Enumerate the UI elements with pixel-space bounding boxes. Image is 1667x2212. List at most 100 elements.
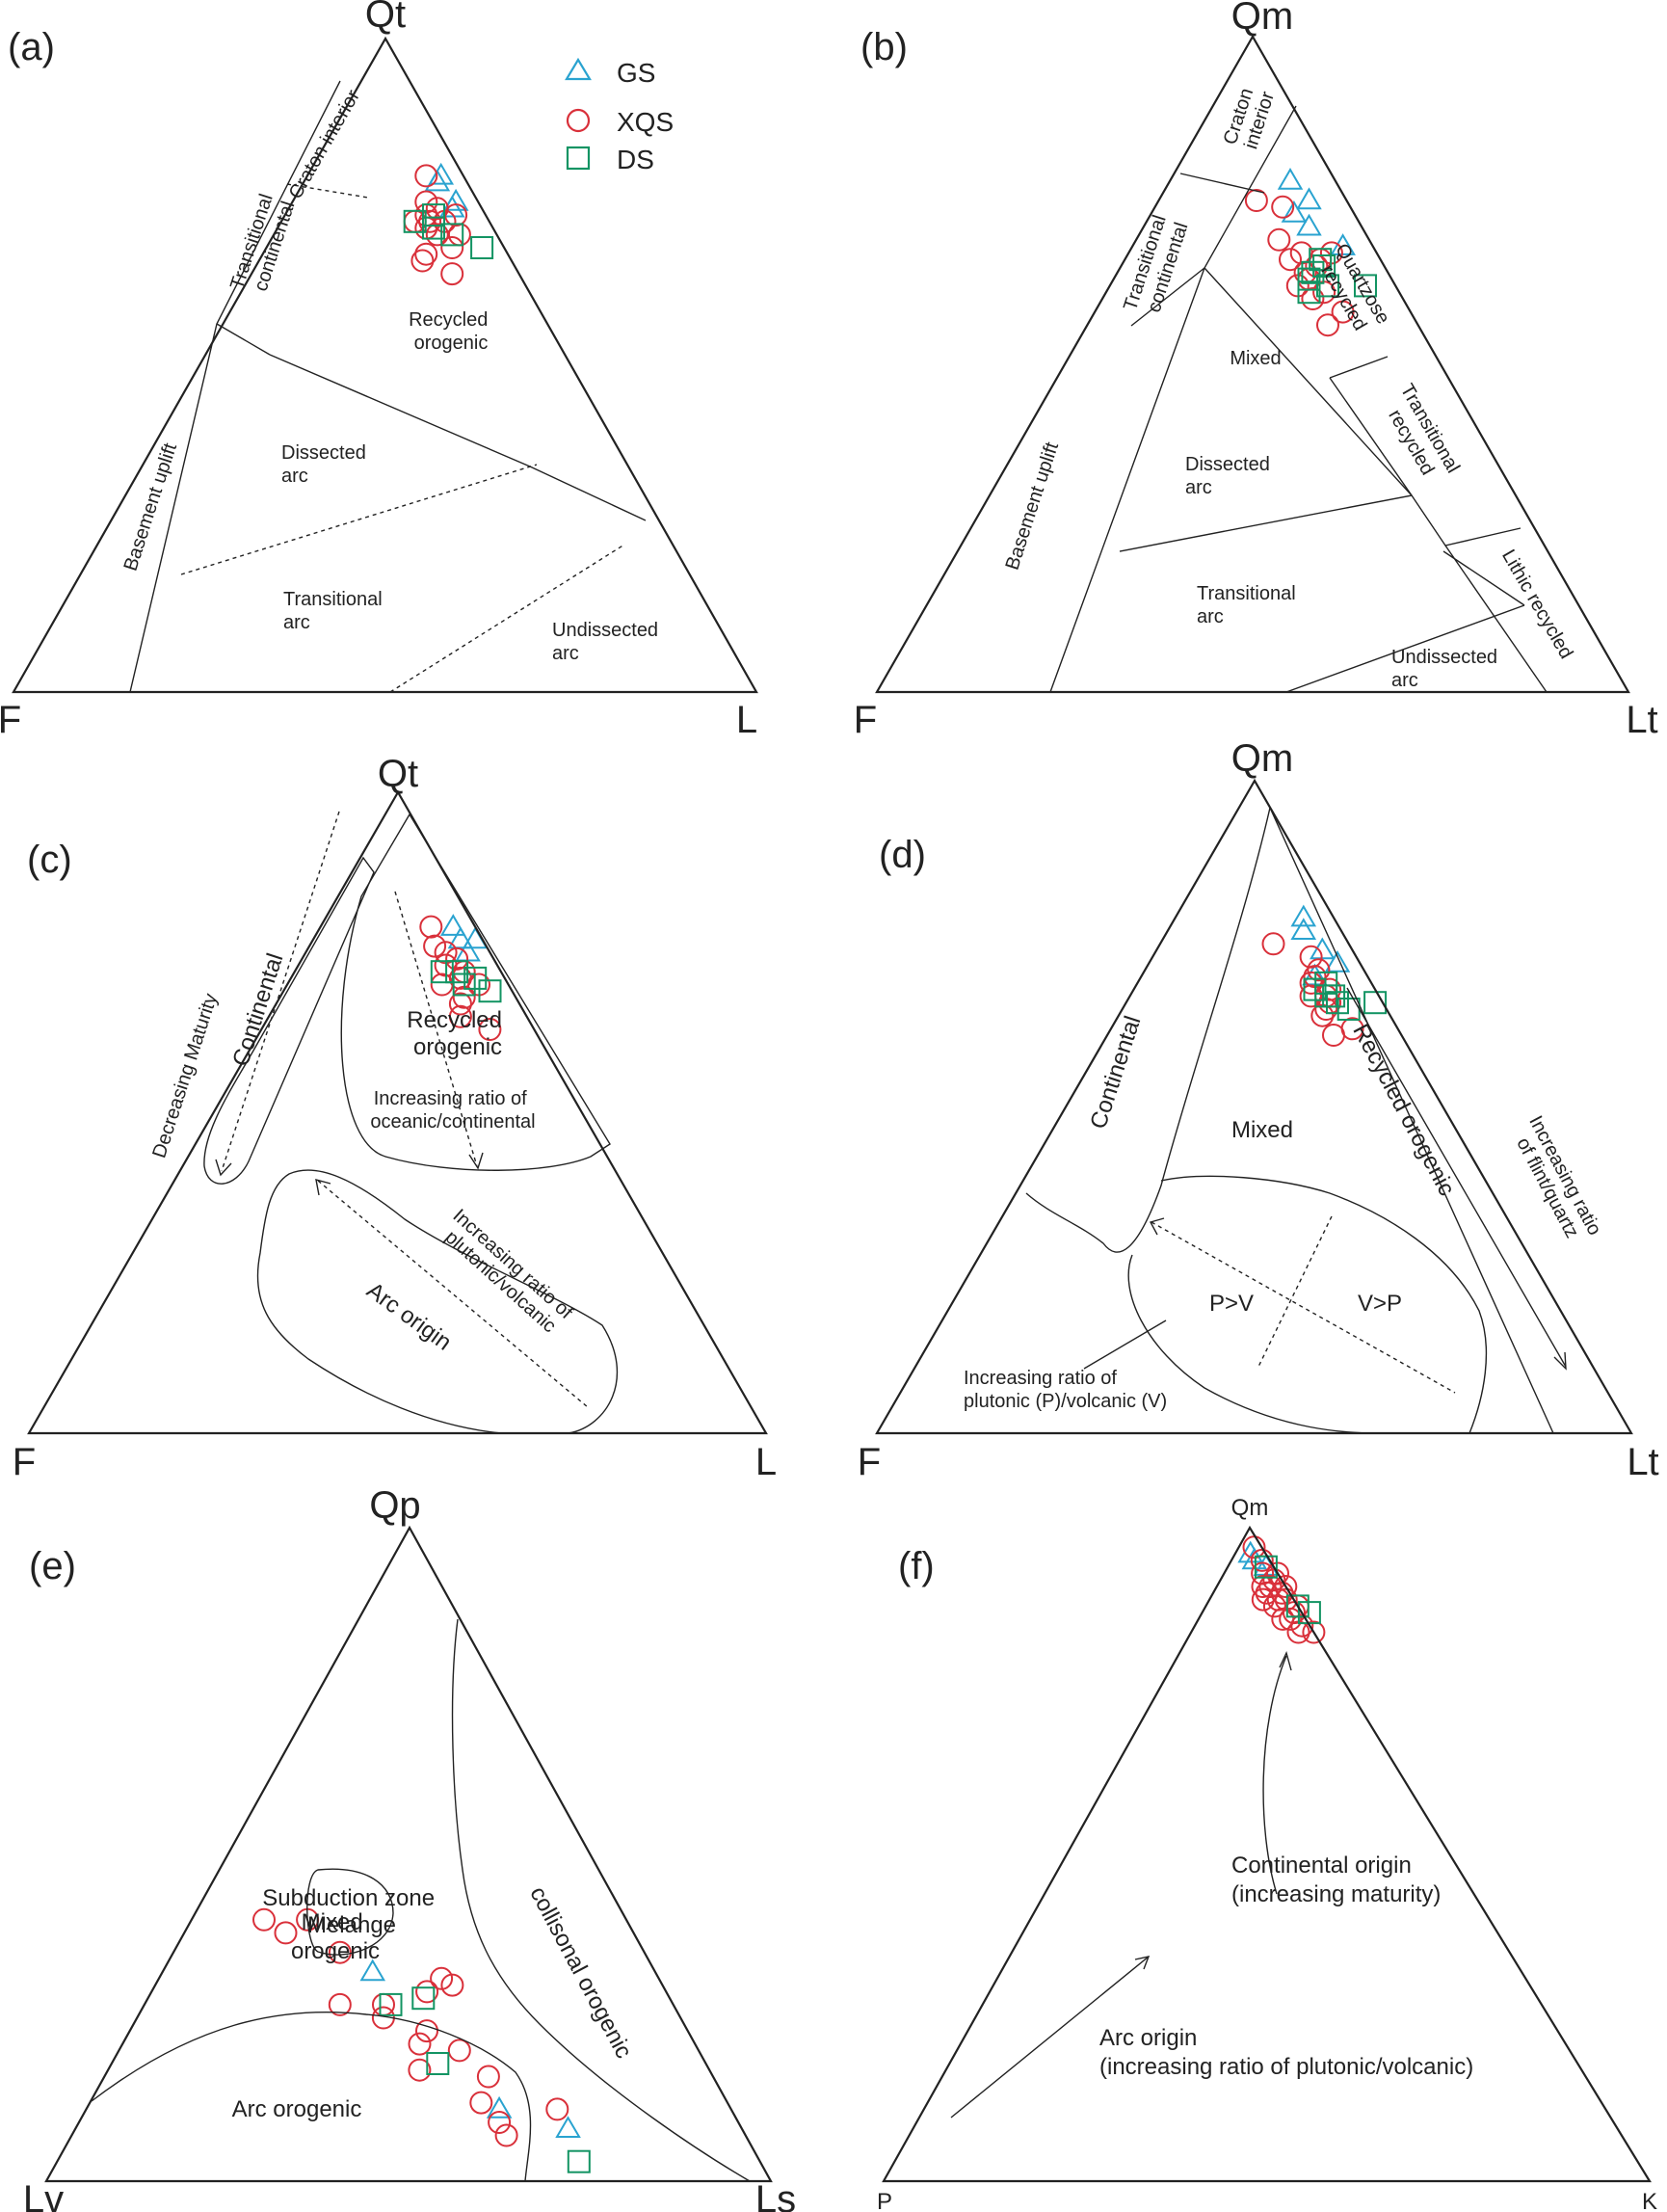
region-craton-a: Craton interior (285, 86, 365, 202)
ds-sample-point (1363, 991, 1388, 1015)
region-undissected-a: Undissected arc (552, 620, 664, 664)
boundary-continental-d (1025, 807, 1271, 1253)
region-label-line: orogenic (291, 1938, 380, 1964)
xqs-sample-point (1271, 1607, 1295, 1631)
region-label-line: Undissected (552, 620, 658, 641)
ds-sample-point (426, 2052, 450, 2075)
legend-ds-label: DS (617, 145, 654, 174)
panel-label-e: (e) (29, 1545, 76, 1587)
xqs-sample-point (445, 946, 469, 971)
vertex-right-e: Ls (755, 2178, 796, 2212)
region-maturity-c: Decreasing Maturity (148, 991, 222, 1160)
triangle-e (44, 1525, 773, 2183)
vertex-right-d: Lt (1627, 1441, 1658, 1483)
triangle-d (875, 778, 1633, 1435)
ds-sample-point (430, 960, 454, 984)
ds-sample-point (403, 209, 427, 233)
arrow-oceanic-c (394, 891, 478, 1167)
vertex-left-a: F (0, 699, 21, 741)
region-label-line: Continental origin (1231, 1852, 1412, 1879)
region-pv-d: P>V (1209, 1291, 1254, 1317)
arrowhead-continental-f (1279, 1650, 1292, 1671)
legend: GS XQS DS (565, 57, 674, 174)
xqs-sample-point (447, 2039, 471, 2063)
panel-label-d: (d) (879, 834, 926, 876)
region-label-line: arc (281, 466, 308, 487)
gs-sample-point (359, 1959, 386, 1982)
ds-sample-point (1285, 1594, 1310, 1618)
region-label-line: Recycled (407, 1007, 502, 1033)
vertex-right-a: L (736, 699, 757, 741)
xqs-sample-point (448, 992, 472, 1016)
boundary-undissected-b (1285, 604, 1525, 693)
region-mixed-e: Mixed orogenic (291, 1909, 380, 1964)
region-label-line: Dissected (1185, 454, 1270, 475)
gs-sample-point (439, 914, 466, 936)
region-mixed-d: Mixed (1231, 1117, 1293, 1143)
region-vp-d: V>P (1358, 1291, 1402, 1317)
vertex-left-c: F (13, 1441, 36, 1483)
gs-sample-point (555, 2116, 581, 2138)
ds-sample-point (1297, 280, 1321, 305)
vertex-left-d: F (858, 1441, 881, 1483)
boundary-basement-a (216, 323, 271, 356)
region-label-line: plutonic (P)/volcanic (V) (964, 1391, 1167, 1412)
xqs-sample-point (372, 1992, 395, 2016)
region-label-line: orogenic (414, 333, 489, 354)
gs-sample-point (462, 926, 489, 949)
gs-sample-point (1296, 213, 1322, 236)
boundary-dissected-a (180, 464, 538, 575)
arrowhead-oceanic-c (468, 1152, 484, 1170)
ds-sample-point (567, 2149, 591, 2173)
xqs-sample-point (1316, 313, 1339, 337)
xqs-sample-point (1266, 1561, 1289, 1586)
vertex-top-b: Qm (1231, 0, 1293, 38)
xqs-sample-point (545, 2097, 569, 2121)
xqs-sample-point (415, 2019, 438, 2043)
vertex-right-c: L (755, 1441, 777, 1483)
arrow-plutonic-d (1151, 1221, 1456, 1394)
region-craton-b: Craton interior (1220, 81, 1280, 154)
gs-sample-point (447, 926, 474, 949)
xqs-sample-point (1244, 189, 1268, 212)
data-markers (252, 162, 1388, 2173)
legend-ds-marker (566, 146, 591, 171)
panel-f: (f) Qm P K Continental origin (increasin… (877, 1495, 1657, 2212)
boundary-continental-c (203, 856, 375, 1185)
region-label-line: Undissected (1391, 647, 1497, 668)
boundary-mixed-top-b (1329, 356, 1389, 379)
ds-sample-point (379, 1992, 403, 2016)
arrowhead-arc-f (1134, 1956, 1151, 1970)
vertex-left-b: F (854, 699, 877, 741)
xqs-sample-point (408, 2032, 432, 2056)
vertex-right-b: Lt (1626, 699, 1657, 741)
vertex-left-e: Lv (23, 2178, 64, 2212)
xqs-sample-point (448, 1004, 472, 1028)
region-arc-e: Arc orogenic (232, 2096, 362, 2122)
xqs-sample-point (415, 1980, 439, 2004)
xqs-sample-point (1279, 248, 1302, 272)
xqs-sample-point (440, 262, 464, 286)
panel-label-f: (f) (898, 1545, 935, 1587)
region-label-line: Increasing ratio of (964, 1368, 1117, 1389)
region-lithic-b: Lithic recycled (1497, 546, 1576, 663)
leader-plutonic-d (1083, 1319, 1167, 1370)
boundary-recycled-c (340, 813, 611, 1171)
region-recycled-a: Recycled orogenic (409, 309, 493, 354)
xqs-sample-point (414, 242, 438, 266)
xqs-sample-point (1331, 300, 1355, 324)
boundary-dissected-b (1119, 494, 1521, 552)
region-transitional-continental-a: Transitional continental (226, 186, 301, 299)
ds-sample-point (1312, 254, 1336, 278)
panel-label-a: (a) (8, 26, 55, 68)
ds-sample-point (422, 203, 445, 227)
xqs-sample-point (408, 2058, 432, 2082)
gs-sample-point (1290, 918, 1317, 940)
region-transitional-continental-b: Transitional continental (1120, 207, 1194, 320)
xqs-sample-point (430, 973, 454, 997)
xqs-sample-point (252, 1907, 276, 1932)
xqs-sample-point (410, 249, 435, 273)
region-recycled-c: Recycled orogenic (407, 1007, 508, 1060)
region-transitional-arc-b: Transitional arc (1197, 583, 1301, 627)
